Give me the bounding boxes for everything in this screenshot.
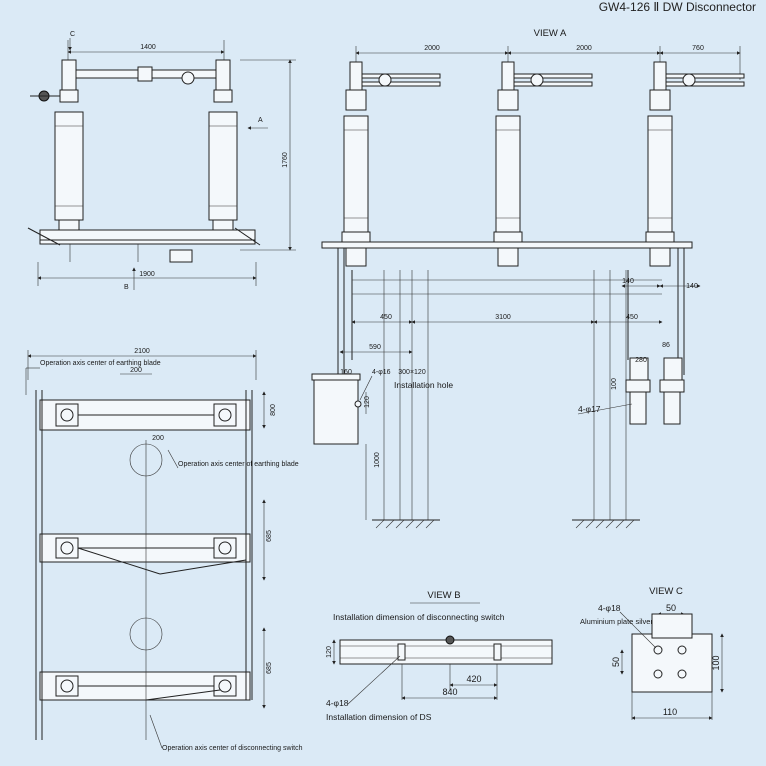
view-b-hole-spec: 4-φ18 bbox=[326, 698, 349, 708]
view-a-dim-160: 160 bbox=[340, 369, 352, 376]
view-a-title: VIEW A bbox=[534, 28, 567, 39]
view-a-dim-1000: 1000 bbox=[374, 452, 381, 468]
view-a-hole-spec-2: 4-φ17 bbox=[578, 404, 601, 414]
view-c-dim-50-top: 50 bbox=[666, 603, 676, 613]
view-a-dim-140-right: 140 bbox=[686, 283, 698, 290]
side-dim-top: 1400 bbox=[140, 44, 156, 51]
view-b-title: VIEW B bbox=[427, 590, 460, 601]
view-c: VIEW C 4-φ18 50 Aluminium plate silverin… bbox=[580, 586, 724, 720]
side-dim-bottom: 1900 bbox=[139, 271, 155, 278]
view-c-dim-50-left: 50 bbox=[611, 657, 621, 667]
view-a-dim-86: 86 bbox=[662, 342, 670, 349]
view-b-caption: Installation dimension of DS bbox=[326, 712, 432, 722]
plan-dim-200-top: 200 bbox=[130, 367, 142, 374]
view-b-subtitle: Installation dimension of disconnecting … bbox=[333, 612, 505, 622]
view-a-dim-3100: 3100 bbox=[495, 314, 511, 321]
plan-phase-1 bbox=[39, 399, 251, 431]
view-a-pole-1 bbox=[341, 61, 441, 267]
plan-earthing-axis-1: Operation axis center of earthing blade bbox=[40, 360, 161, 367]
plan-dim-685-2: 685 bbox=[266, 662, 273, 674]
view-b-dim-420: 420 bbox=[466, 674, 481, 684]
plan-dim-200-mid: 200 bbox=[152, 435, 164, 442]
view-c-dim-100: 100 bbox=[711, 655, 721, 670]
side-c-label: C bbox=[70, 31, 75, 38]
view-a-dim-right: 760 bbox=[692, 45, 704, 52]
view-a-dim-280: 280 bbox=[635, 357, 647, 364]
view-b-dim-120: 120 bbox=[326, 646, 333, 658]
view-a-dim-450-left: 450 bbox=[380, 314, 392, 321]
view-b: VIEW B Installation dimension of disconn… bbox=[326, 590, 553, 722]
plan-phase-2 bbox=[39, 533, 251, 563]
view-c-dim-110: 110 bbox=[663, 707, 677, 717]
view-a-installation-hole: Installation hole bbox=[394, 380, 453, 390]
view-a-hole-spec: 4-φ16 bbox=[372, 369, 391, 376]
drawing-title: GW4-126 Ⅱ DW Disconnector bbox=[599, 0, 756, 14]
side-dim-height: 1760 bbox=[282, 152, 289, 168]
view-a-dim-span-2: 2000 bbox=[576, 45, 592, 52]
view-c-plate-label: Aluminium plate silvering bbox=[580, 617, 663, 626]
side-a-label: A bbox=[258, 117, 263, 124]
view-a: VIEW A 2000 2000 760 bbox=[311, 28, 745, 529]
plan-dim-800: 800 bbox=[270, 404, 277, 416]
view-a-dim-140-left: 140 bbox=[622, 278, 634, 285]
view-a-pole-2 bbox=[493, 61, 593, 267]
view-a-dim-span-1: 2000 bbox=[424, 45, 440, 52]
side-view: 1400 C 1760 bbox=[27, 31, 296, 291]
side-b-label: B bbox=[124, 284, 129, 291]
view-c-hole-spec: 4-φ18 bbox=[598, 603, 621, 613]
view-a-dim-100: 100 bbox=[611, 378, 618, 390]
view-a-dim-120: 120 bbox=[364, 396, 371, 408]
plan-view: 2100 Operation axis center of earthing b… bbox=[25, 348, 303, 752]
view-a-dim-300x120: 300×120 bbox=[398, 369, 426, 376]
view-a-pole-3 bbox=[645, 61, 745, 267]
plan-dim-2100: 2100 bbox=[134, 348, 150, 355]
view-b-dim-840: 840 bbox=[442, 687, 457, 697]
plan-earthing-axis-2: Operation axis center of earthing blade bbox=[178, 461, 299, 468]
view-a-dim-450-right: 450 bbox=[626, 314, 638, 321]
plan-phase-3 bbox=[39, 671, 251, 701]
plan-dim-685-1: 685 bbox=[266, 530, 273, 542]
view-a-dim-590: 590 bbox=[369, 344, 381, 351]
view-c-title: VIEW C bbox=[649, 586, 683, 597]
plan-ds-axis: Operation axis center of disconnecting s… bbox=[162, 745, 303, 752]
